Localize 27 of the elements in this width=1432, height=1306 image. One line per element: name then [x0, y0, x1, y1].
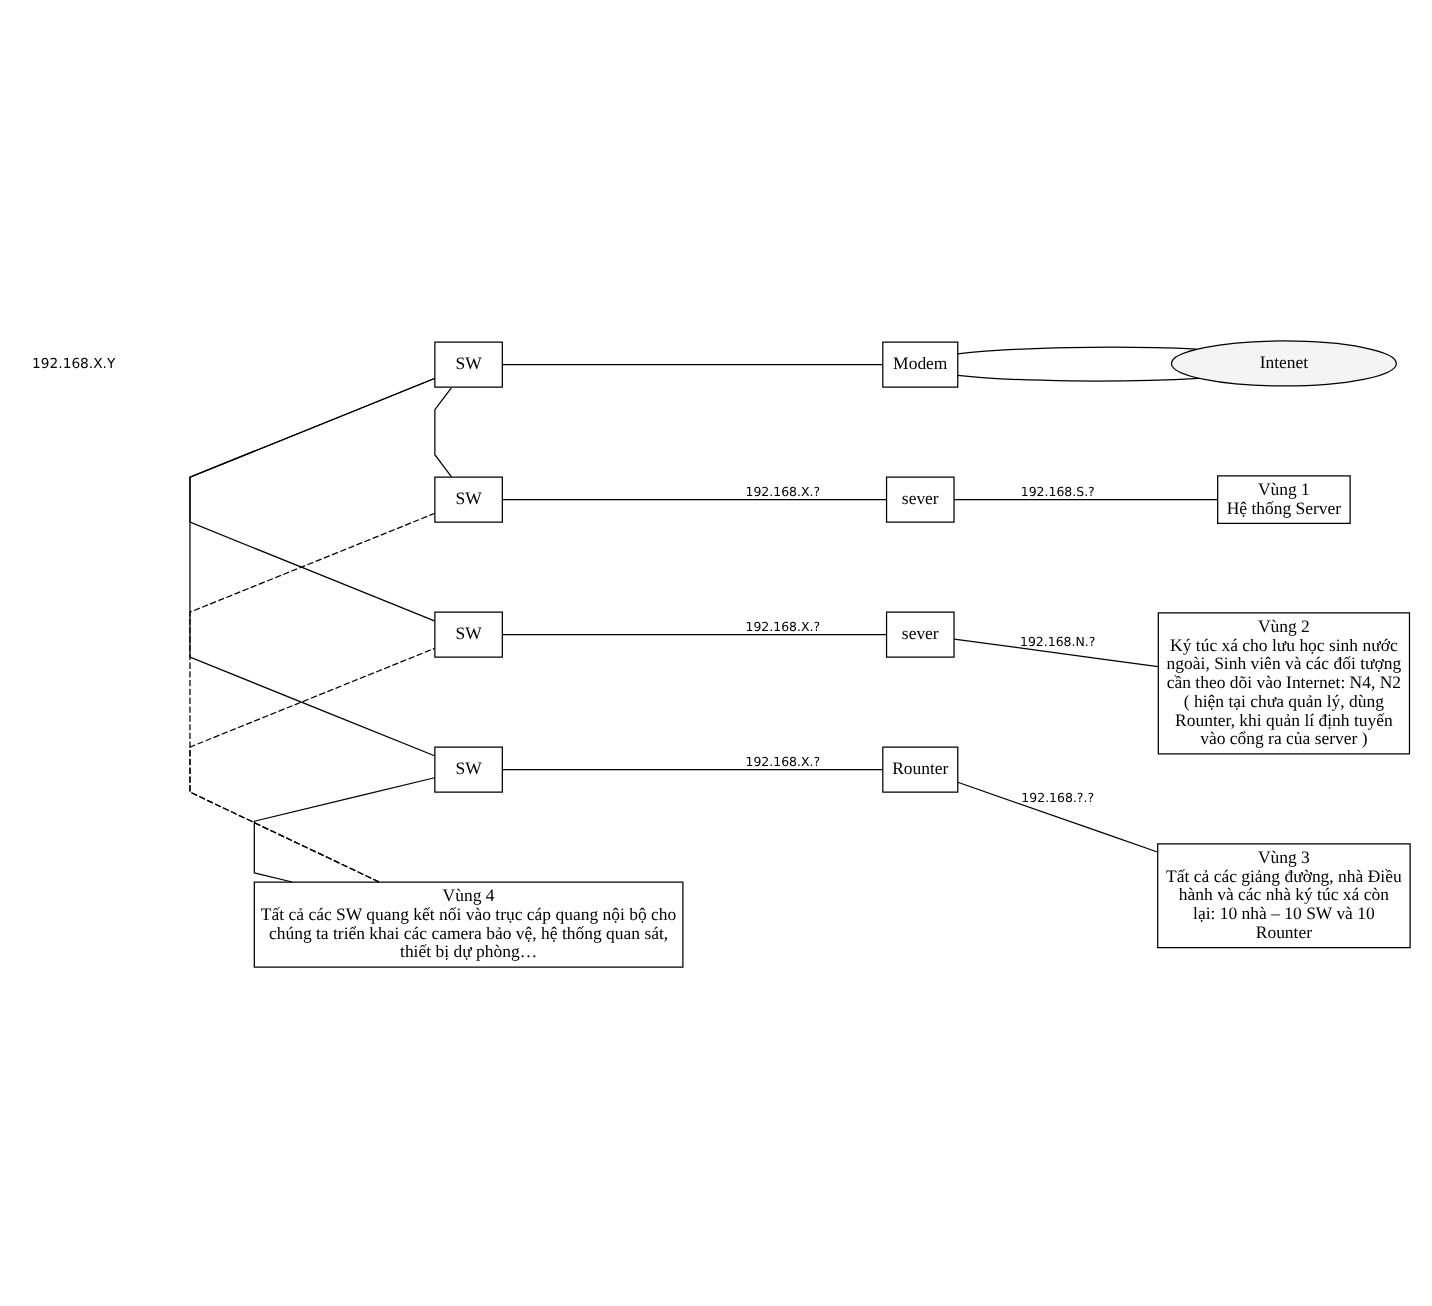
connector — [953, 498, 1218, 500]
node-box: Vùng 3 Tất cả các giảng đường, nhà Điều hành và các nhà ký túc xá còn lại: 10 nhà – 10 SW và 10 Rounter — [1157, 842, 1411, 948]
node-box: Modem — [882, 340, 959, 387]
connector — [434, 386, 452, 477]
node-box: sever — [885, 610, 955, 657]
connector — [957, 345, 1198, 354]
connector — [501, 498, 888, 500]
connector — [957, 780, 1159, 852]
connector — [501, 363, 884, 365]
connector — [189, 646, 436, 882]
connector — [953, 637, 1159, 667]
node-box: SW — [434, 475, 503, 522]
node-box: SW — [434, 745, 503, 792]
connector — [253, 776, 436, 882]
node-box: SW — [434, 340, 503, 387]
connector — [189, 511, 436, 882]
connector — [501, 633, 888, 635]
node-ellipse: Intenet — [1170, 339, 1397, 386]
node-box: Vùng 1 Hệ thống Server — [1217, 474, 1351, 524]
node-box: Vùng 2 Ký túc xá cho lưu học sinh nước ngoài, Sinh viên và các đối tượng cần theo dõi vào Internet: N4, N2 ( hiện tại chưa quản lý, dùng Rounter, khi quản lí định tuyến vào cổng ra của server ) — [1157, 611, 1411, 754]
node-box: SW — [434, 610, 503, 657]
node-box: Rounter — [882, 745, 959, 792]
connector — [189, 376, 436, 756]
connector — [501, 767, 884, 770]
node-box: sever — [885, 475, 955, 522]
node-box: Vùng 4 Tất cả các SW quang kết nối vào trục cáp quang nội bộ cho chúng ta triển khai các camera bảo vệ, hệ thống quan sát, thiết bị dự phòng… — [253, 880, 684, 967]
connector — [957, 373, 1200, 381]
